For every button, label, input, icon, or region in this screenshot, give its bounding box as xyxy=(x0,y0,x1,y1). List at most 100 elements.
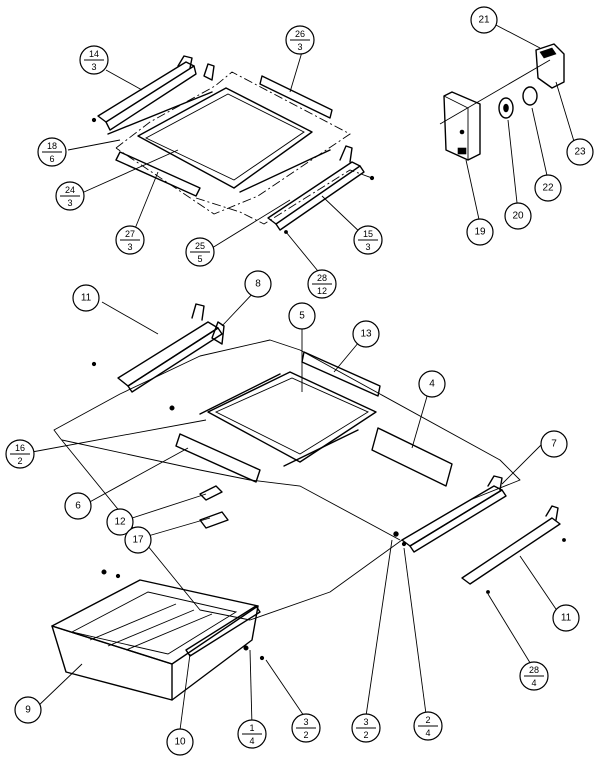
svg-text:2: 2 xyxy=(363,730,368,740)
svg-text:22: 22 xyxy=(542,183,554,194)
item-22: 22 xyxy=(534,174,562,202)
screw-right-4 xyxy=(562,538,566,542)
svg-text:27: 27 xyxy=(125,229,135,239)
svg-text:28: 28 xyxy=(529,665,539,675)
item-17: 17 xyxy=(124,526,152,554)
screw-upper-right xyxy=(369,175,375,181)
svg-text:16: 16 xyxy=(15,443,25,453)
main-frame-outline xyxy=(53,339,521,621)
upper-strip-2 xyxy=(239,149,331,193)
callout-c9: 162 xyxy=(5,439,35,469)
outer-right-rail xyxy=(461,517,561,585)
drawer-rib-1 xyxy=(89,603,177,641)
main-rear-trim xyxy=(301,351,381,397)
svg-text:18: 18 xyxy=(47,141,57,151)
drawer-rib-3 xyxy=(125,613,213,651)
screw-upper-left xyxy=(91,117,97,123)
screw-drawer-2 xyxy=(115,573,121,579)
mount-bracket xyxy=(443,91,481,161)
item-21: 21 xyxy=(470,6,498,34)
screw-main-left-2 xyxy=(169,405,175,411)
main-left-rail-tab xyxy=(211,321,225,345)
svg-text:3: 3 xyxy=(297,42,302,52)
callout-c10: 14 xyxy=(237,719,267,749)
left-rail-tab xyxy=(203,63,215,81)
screw-drawer-3 xyxy=(243,645,249,651)
main-right-rail-hook xyxy=(487,475,503,491)
svg-text:3: 3 xyxy=(67,198,72,208)
upper-glass-panel xyxy=(137,87,313,189)
callout-c11: 32 xyxy=(291,713,321,743)
svg-text:3: 3 xyxy=(127,242,132,252)
item-11-right: 11 xyxy=(552,604,580,632)
svg-text:14: 14 xyxy=(89,49,99,59)
right-rail-hook xyxy=(339,145,353,163)
crisper-drawer-front xyxy=(51,625,173,701)
bracket-part xyxy=(199,511,229,529)
svg-text:4: 4 xyxy=(429,379,435,390)
cam-block-top xyxy=(539,47,557,59)
leader-lines xyxy=(31,23,577,731)
upper-shelf-assembly xyxy=(91,55,375,234)
main-strip-1 xyxy=(199,373,281,415)
item-12: 12 xyxy=(106,508,134,536)
svg-text:15: 15 xyxy=(363,229,373,239)
bracket-clip xyxy=(457,147,467,155)
svg-text:6: 6 xyxy=(75,501,81,512)
left-rail-lip xyxy=(105,65,197,131)
main-glass-panel xyxy=(207,371,377,463)
outer-right-rail-hook xyxy=(545,505,559,521)
item-10: 10 xyxy=(166,728,194,756)
svg-text:8: 8 xyxy=(255,279,261,290)
item-6: 6 xyxy=(64,492,92,520)
washer xyxy=(498,97,514,119)
callout-c5: 273 xyxy=(115,225,145,255)
main-left-rail-hook xyxy=(191,303,205,321)
svg-text:12: 12 xyxy=(317,286,327,296)
svg-text:4: 4 xyxy=(531,678,536,688)
crisper-drawer-side xyxy=(171,605,259,701)
main-glass-inner xyxy=(214,377,369,455)
svg-text:4: 4 xyxy=(425,728,430,738)
screw-right-1 xyxy=(393,531,399,537)
callout-c13: 24 xyxy=(413,711,443,741)
svg-text:10: 10 xyxy=(174,737,186,748)
item-23: 23 xyxy=(566,138,594,166)
item-8: 8 xyxy=(244,270,272,298)
screw-main-left xyxy=(91,361,97,367)
left-rail-hook xyxy=(177,55,193,69)
svg-text:5: 5 xyxy=(299,311,305,322)
screw-right-3 xyxy=(486,590,490,594)
washer-hole xyxy=(503,103,509,113)
item-20: 20 xyxy=(504,202,532,230)
main-front-trim xyxy=(175,433,261,483)
svg-text:11: 11 xyxy=(561,613,572,624)
callout-c14: 284 xyxy=(519,661,549,691)
upper-glass-inner xyxy=(145,93,305,181)
svg-text:7: 7 xyxy=(551,439,557,450)
item-9: 9 xyxy=(14,696,42,724)
svg-text:21: 21 xyxy=(478,15,490,26)
callout-c4: 243 xyxy=(55,181,85,211)
upper-strip-1 xyxy=(107,91,213,135)
svg-text:13: 13 xyxy=(360,329,372,340)
item-4: 4 xyxy=(418,370,446,398)
svg-text:17: 17 xyxy=(132,535,144,546)
crisper-drawer-inner xyxy=(70,591,238,655)
svg-text:9: 9 xyxy=(25,705,31,716)
svg-text:11: 11 xyxy=(81,293,92,304)
clip-part xyxy=(199,485,223,501)
bracket-hole xyxy=(459,129,465,135)
callout-c1: 143 xyxy=(79,45,109,75)
main-strip-2 xyxy=(283,429,359,467)
svg-text:3: 3 xyxy=(365,242,370,252)
upper-frame-outline xyxy=(115,71,351,215)
svg-text:3: 3 xyxy=(303,717,308,727)
item-7: 7 xyxy=(540,430,568,458)
item-13: 13 xyxy=(352,320,380,348)
upper-frame-lower-outline xyxy=(195,169,373,225)
svg-text:3: 3 xyxy=(363,717,368,727)
item-5: 5 xyxy=(288,302,316,330)
